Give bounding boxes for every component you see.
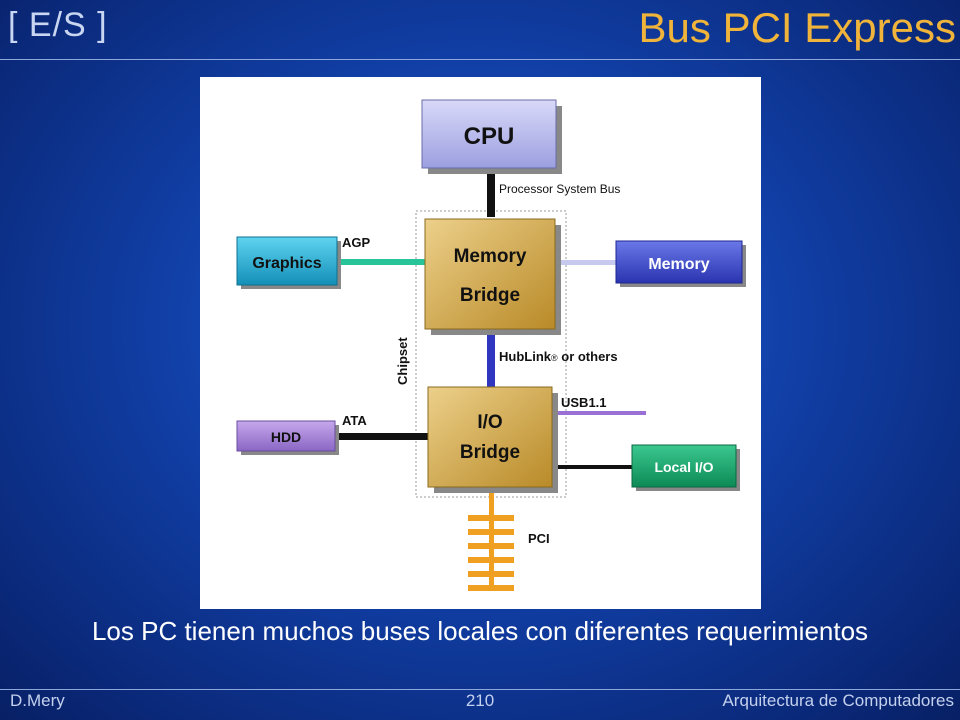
chipset-boundary (415, 210, 567, 498)
hublink-bus-line (487, 333, 495, 387)
pci-slot (468, 529, 514, 535)
cpu-label: CPU (464, 123, 515, 150)
pci-slots (468, 515, 514, 591)
pci-bus-line (489, 487, 494, 589)
pci-slot (468, 515, 514, 521)
io-bridge-label-1: I/O (477, 412, 502, 433)
hdd-label: HDD (271, 429, 301, 445)
pci-slot (468, 543, 514, 549)
cpu-block: CPU (421, 99, 562, 174)
pci-slot (468, 585, 514, 591)
slide-title: Bus PCI Express (638, 4, 956, 51)
processor-system-bus-line (487, 171, 495, 217)
usb-bus-line (552, 411, 646, 415)
ata-label: ATA (342, 413, 367, 428)
footer-author: D.Mery (10, 691, 65, 710)
io-bridge-label-2: Bridge (460, 442, 520, 463)
memory-block: Memory (615, 240, 746, 287)
local-io-label: Local I/O (654, 459, 713, 475)
section-tag: [ E/S ] (8, 6, 108, 44)
diagram-canvas: CPU Memory Bridge Graphics Memory I/O Br… (236, 99, 746, 591)
footer-page-number: 210 (465, 691, 495, 710)
memory-bridge-label-1: Memory (454, 246, 527, 267)
chipset-label: Chipset (395, 337, 410, 385)
hublink-name: HubLink (499, 349, 552, 364)
hublink-rest: or others (558, 349, 618, 364)
agp-bus-line (340, 259, 428, 265)
hublink-label: HubLink® or others (499, 349, 618, 364)
local-io-block: Local I/O (631, 444, 740, 491)
slide-caption: Los PC tienen muchos buses locales con d… (91, 616, 869, 646)
io-bridge-block: I/O Bridge (427, 386, 558, 493)
usb-label: USB1.1 (561, 395, 607, 410)
memory-label: Memory (648, 256, 709, 273)
local-io-bus-line (552, 465, 634, 469)
ata-bus-line (338, 433, 430, 440)
graphics-label: Graphics (252, 255, 321, 272)
footer-course: Arquitectura de Computadores (722, 691, 954, 710)
pci-slot (468, 557, 514, 563)
graphics-block: Graphics (236, 236, 341, 289)
processor-bus-label: Processor System Bus (499, 182, 620, 196)
header-divider (0, 59, 960, 60)
hdd-block: HDD (236, 420, 339, 455)
agp-label: AGP (342, 235, 371, 250)
pci-slot (468, 571, 514, 577)
pci-label: PCI (528, 531, 550, 546)
hublink-mark: ® (551, 353, 558, 363)
memory-bridge-label-2: Bridge (460, 285, 520, 306)
memory-bus-line (556, 260, 616, 265)
footer-divider (0, 689, 960, 690)
memory-bridge-block: Memory Bridge (424, 218, 561, 335)
pc-architecture-diagram: CPU Memory Bridge Graphics Memory I/O Br… (200, 77, 761, 609)
